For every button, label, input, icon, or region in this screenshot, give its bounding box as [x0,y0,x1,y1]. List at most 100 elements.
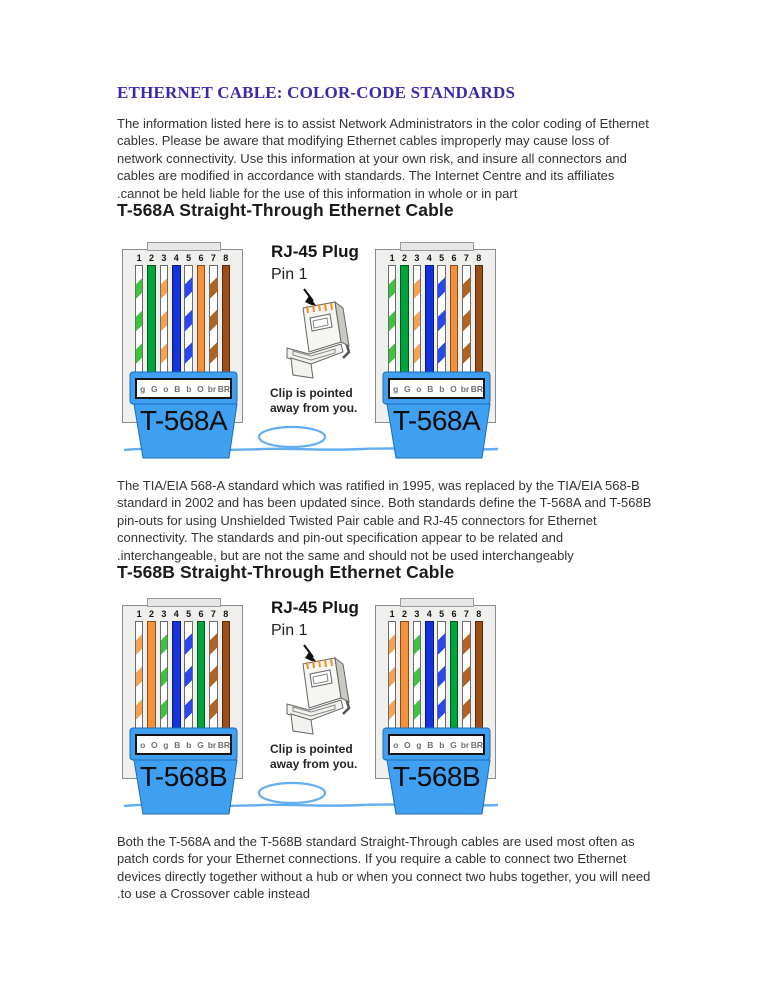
wire-solid-green [449,621,459,729]
page-title: ETHERNET CABLE: COLOR-CODE STANDARDS [117,83,516,102]
pin-code: G [403,383,411,394]
standard-label: T-568B [139,761,228,792]
pin-number: 2 [402,253,408,263]
wire-striped-green [134,265,144,373]
rj45-plug-illustration-icon [286,300,351,379]
pin-number: 4 [173,609,179,619]
pin-number: 5 [186,253,192,263]
pin-code: b [439,383,445,394]
wire-striped-orange [134,621,144,729]
clip-caption: Clip is pointed away from you. [270,386,358,415]
pin-code: B [174,383,181,394]
wire-striped-orange [159,265,169,373]
pin1-label: Pin 1 [271,266,308,283]
wire-solid-brown [474,621,484,729]
pin-code: o [163,383,169,394]
wire-striped-blue [184,621,193,729]
pin-code: BR [470,383,483,394]
wire-striped-brown [209,265,218,373]
wire-solid-orange [147,621,156,729]
pin-code: O [150,739,158,750]
standard-label: T-568B [392,761,481,792]
pin1-arrow-icon [303,644,318,664]
wire-striped-green [159,621,169,729]
wire-solid-green [147,265,156,373]
pin-number: 5 [186,609,192,619]
standards-paragraph: The TIA/EIA 568-A standard which was rat… [117,478,652,563]
plug-title: RJ-45 Plug [271,242,359,261]
wire-solid-orange [196,265,206,373]
pin1-label: Pin 1 [271,622,308,639]
standard-label: T-568A [139,405,228,436]
wire-solid-green [400,265,409,373]
pin1-arrow-icon [303,288,318,308]
pin-code: b [439,739,445,750]
wire-striped-brown [462,265,471,373]
wire-solid-brown [221,621,231,729]
wire-striped-blue [437,621,446,729]
wire-solid-blue [172,265,181,373]
pin-number: 5 [439,609,445,619]
pin-number: 6 [198,253,204,263]
plug-title: RJ-45 Plug [271,598,359,617]
pin-number: 8 [476,253,482,263]
usage-paragraph: Both the T-568A and the T-568B standard … [117,834,651,902]
pin-number: 3 [414,253,420,263]
intro-paragraph: The information listed here is to assist… [117,116,649,201]
pin-number: 4 [173,253,179,263]
connector-tab [147,242,221,251]
pin-number: 7 [210,253,216,263]
pin-code: G [150,383,158,394]
pin-number: 1 [136,609,142,619]
wire-striped-brown [209,621,218,729]
wire-striped-brown [462,621,471,729]
section-heading-t568b: T-568B Straight-Through Ethernet Cable [117,562,455,582]
wire-solid-green [196,621,206,729]
pin-code: G [450,739,457,750]
wires-row [133,265,232,373]
pin-number: 7 [210,609,216,619]
section-heading-t568a: T-568A Straight-Through Ethernet Cable [117,200,454,220]
pin-code: BR [470,739,483,750]
rj45-plug-illustration-icon [286,656,351,735]
pin-number: 7 [463,609,469,619]
wire-striped-orange [387,621,397,729]
pin-number: 6 [198,609,204,619]
pin-code: B [427,383,434,394]
wire-striped-blue [184,265,193,373]
standard-label: T-568A [392,405,481,436]
pin-code: b [186,739,192,750]
pin-code: BR [217,739,230,750]
wire-solid-blue [425,265,434,373]
connector-tab [400,242,474,251]
pin-code: g [140,383,146,394]
wires-row [386,265,485,373]
connector-tab [400,598,474,607]
wire-solid-blue [425,621,434,729]
pin-number: 2 [149,253,155,263]
wire-striped-green [387,265,397,373]
pin-code: b [186,383,192,394]
wire-solid-brown [221,265,231,373]
pin-number: 6 [451,609,457,619]
pin-number: 6 [451,253,457,263]
pin-code: B [174,739,181,750]
wires-row [133,621,232,729]
pin-number: 3 [414,609,420,619]
clip-caption: Clip is pointed away from you. [270,742,358,771]
pin-number: 4 [426,253,432,263]
pin-code: o [416,383,422,394]
